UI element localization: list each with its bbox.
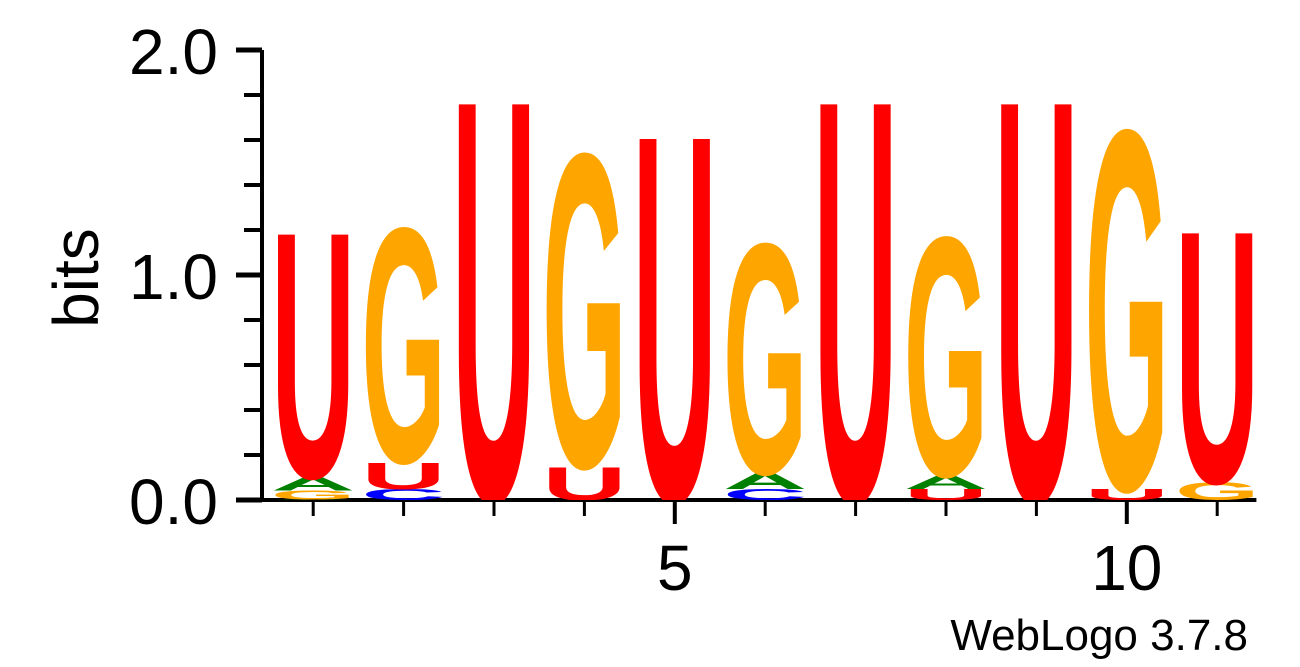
glyph-u: U: [1085, 486, 1169, 504]
glyph-g: G: [542, 61, 626, 563]
logo-column: CAG: [723, 176, 807, 544]
logo-column: U: [994, 0, 1078, 622]
glyph-c: C: [723, 486, 807, 504]
glyph-u: U: [904, 486, 988, 504]
glyph-u: U: [452, 0, 536, 622]
glyph-a: A: [904, 472, 988, 493]
glyph-u: U: [542, 457, 626, 510]
glyph-a: A: [271, 473, 355, 494]
glyph-g: G: [361, 158, 445, 534]
glyph-u: U: [1175, 155, 1259, 559]
glyph-a: A: [723, 469, 807, 494]
glyph-u: U: [994, 0, 1078, 622]
x-axis: 5 10: [262, 498, 1257, 604]
glyph-g: G: [1175, 477, 1259, 505]
y-axis-title: bits: [40, 228, 112, 328]
logo-column: UAG: [904, 165, 988, 548]
y-tick-label: 1.0: [129, 241, 218, 313]
logo-column: U: [452, 0, 536, 622]
glyph-a: A: [271, 499, 355, 500]
logo-column: UG: [1085, 22, 1169, 598]
glyph-u: U: [361, 455, 445, 497]
glyph-g: G: [271, 488, 355, 502]
glyph-c: C: [361, 486, 445, 504]
y-axis: 0.0 1.0 2.0: [129, 16, 264, 538]
x-tick-label: 5: [657, 532, 693, 604]
x-tick-label: 10: [1091, 532, 1162, 604]
glyph-g: G: [1085, 22, 1169, 598]
logo-column: U: [633, 25, 717, 612]
glyph-u: U: [813, 0, 897, 622]
y-tick-label: 2.0: [129, 16, 218, 88]
weblogo-credit: WebLogo 3.7.8: [950, 611, 1248, 660]
glyph-u: U: [633, 25, 717, 612]
logo-column: U: [813, 0, 897, 622]
logo-column: CUG: [361, 158, 445, 534]
glyph-g: G: [904, 165, 988, 548]
logo-column: GU: [1175, 155, 1259, 559]
glyph-u: U: [271, 159, 355, 552]
glyph-g: G: [723, 176, 807, 544]
logo-column: UG: [542, 61, 626, 563]
y-tick-label: 0.0: [129, 466, 218, 538]
